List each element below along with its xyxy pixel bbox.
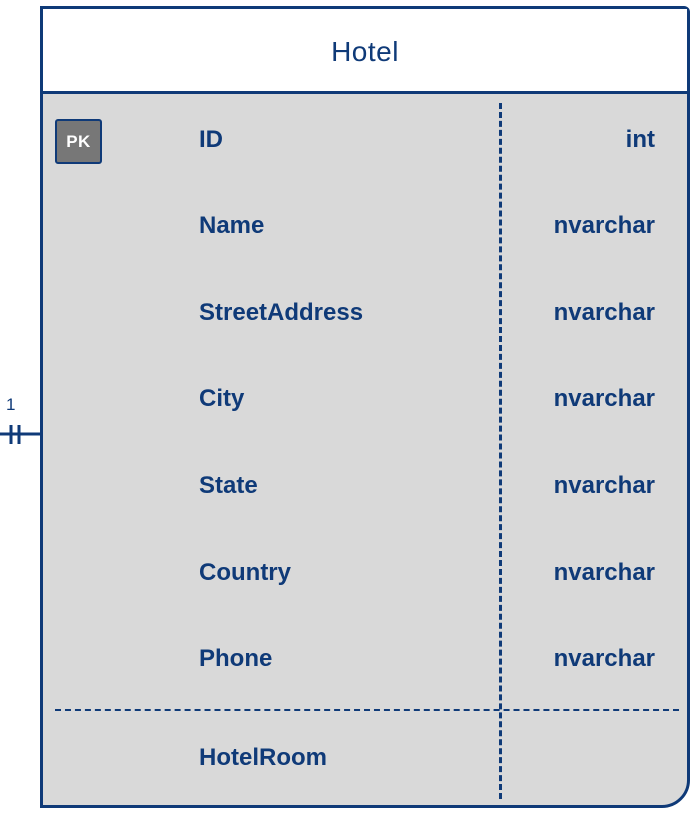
field-type-state: nvarchar — [553, 472, 655, 499]
navigation-field-hotelroom: HotelRoom — [199, 744, 327, 771]
primary-key-badge: PK — [55, 119, 102, 164]
relationship-connector: 1 — [0, 394, 44, 454]
entity-header: Hotel — [43, 9, 687, 94]
one-and-only-one-icon — [0, 425, 42, 444]
column-divider — [499, 103, 502, 799]
field-type-streetaddress: nvarchar — [553, 299, 655, 326]
field-name-name: Name — [199, 212, 265, 239]
field-type-country: nvarchar — [553, 559, 655, 586]
field-name-id: ID — [199, 126, 223, 153]
field-name-phone: Phone — [199, 645, 273, 672]
field-type-phone: nvarchar — [553, 645, 655, 672]
field-type-name: nvarchar — [553, 212, 655, 239]
field-name-city: City — [199, 385, 245, 412]
navigation-divider — [55, 709, 679, 711]
field-name-streetaddress: StreetAddress — [199, 299, 364, 326]
cardinality-label: 1 — [6, 395, 16, 414]
entity-title: Hotel — [331, 36, 399, 67]
field-name-state: State — [199, 472, 258, 499]
field-name-country: Country — [199, 559, 291, 586]
field-type-id: int — [625, 126, 655, 153]
field-type-city: nvarchar — [553, 385, 655, 412]
hotel-entity[interactable]: Hotel PK ID int Name nvarchar StreetAddr… — [40, 6, 690, 808]
